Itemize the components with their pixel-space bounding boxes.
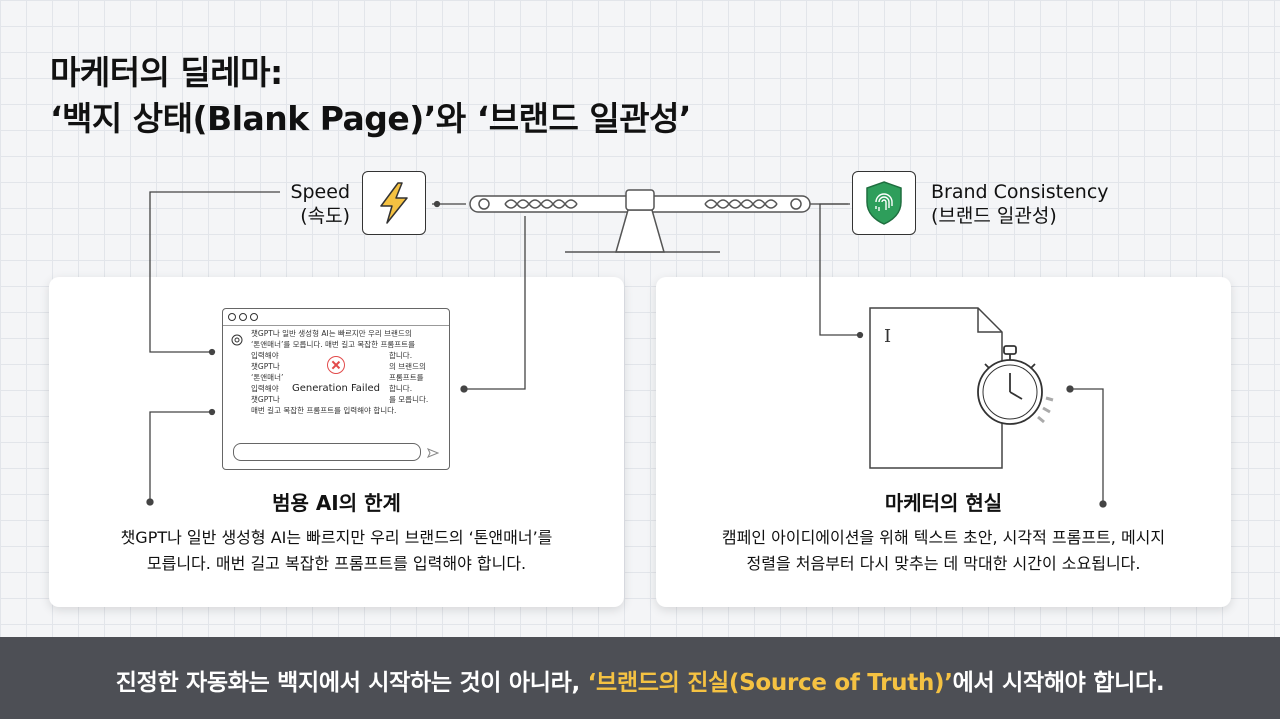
generic-ai-card: 범용 AI의 한계 챗GPT나 일반 생성형 AI는 빠르지만 우리 브랜드의 … bbox=[49, 277, 624, 607]
window-dot-icon bbox=[228, 313, 236, 321]
chat-line-right: 의 브랜드의 bbox=[389, 362, 426, 371]
page-title: 마케터의 딜레마: ‘백지 상태(Blank Page)’와 ‘브랜드 일관성’ bbox=[50, 50, 691, 142]
error-x-icon bbox=[327, 356, 345, 374]
footer-text-before: 진정한 자동화는 백지에서 시작하는 것이 아니라, bbox=[115, 670, 588, 696]
lightning-icon bbox=[380, 182, 408, 224]
brand-icon-box bbox=[852, 171, 916, 235]
chat-line: 입력해야 bbox=[251, 351, 279, 360]
marketer-reality-description-line-2: 정렬을 처음부터 다시 맞추는 데 막대한 시간이 소요됩니다. bbox=[746, 554, 1141, 573]
footer-message: 진정한 자동화는 백지에서 시작하는 것이 아니라, ‘브랜드의 진실(Sour… bbox=[0, 663, 1280, 697]
marketer-reality-description: 캠페인 아이디에이션을 위해 텍스트 초안, 시각적 프롬프트, 메시지 정렬을… bbox=[656, 525, 1231, 577]
window-dot-icon bbox=[250, 313, 258, 321]
speed-label-en: Speed bbox=[290, 181, 350, 203]
title-line-2: ‘백지 상태(Blank Page)’와 ‘브랜드 일관성’ bbox=[50, 99, 691, 138]
window-dot-icon bbox=[239, 313, 247, 321]
chat-line: 챗GPT나 bbox=[251, 395, 280, 404]
send-icon bbox=[427, 448, 439, 458]
stopwatch-connector bbox=[1070, 388, 1104, 504]
brand-label-en: Brand Consistency bbox=[931, 181, 1109, 203]
speed-label-ko: (속도) bbox=[300, 205, 350, 227]
seesaw bbox=[469, 189, 811, 253]
stopwatch-icon bbox=[977, 345, 1043, 425]
footer-highlight: ‘브랜드의 진실(Source of Truth)’ bbox=[587, 670, 953, 696]
chat-line: 챗GPT나 bbox=[251, 362, 280, 371]
speed-icon-box bbox=[362, 171, 426, 235]
chat-line-right: 프롬프트를 bbox=[389, 373, 424, 382]
speed-label: Speed (속도) bbox=[284, 180, 350, 228]
title-line-1: 마케터의 딜레마: bbox=[50, 53, 283, 92]
chat-input-field bbox=[233, 443, 421, 461]
chat-line: ‘톤앤매너’를 모릅니다. 매번 길고 복잡한 프롬프트를 bbox=[251, 340, 415, 349]
document-stopwatch-illustration: I bbox=[869, 307, 1054, 469]
chat-window-body: 챗GPT나 일반 생성형 AI는 빠르지만 우리 브랜드의 ‘톤앤매너’를 모릅… bbox=[223, 326, 449, 469]
doc-cursor: I bbox=[884, 326, 891, 347]
generation-failed-text: Generation Failed bbox=[292, 383, 380, 394]
generic-ai-heading: 범용 AI의 한계 bbox=[272, 491, 401, 515]
speed-connector bbox=[149, 191, 280, 353]
chat-window-titlebar bbox=[223, 309, 449, 326]
marketer-reality-description-line-1: 캠페인 아이디에이션을 위해 텍스트 초안, 시각적 프롬프트, 메시지 bbox=[721, 528, 1166, 547]
generic-ai-description-line-2: 모릅니다. 매번 길고 복잡한 프롬프트를 입력해야 합니다. bbox=[146, 554, 527, 573]
footer-text-after: 에서 시작해야 합니다. bbox=[952, 670, 1165, 696]
chat-line-right: 합니다. bbox=[389, 351, 413, 360]
generic-ai-description-line-1: 챗GPT나 일반 생성형 AI는 빠르지만 우리 브랜드의 ‘톤앤매너’를 bbox=[120, 528, 553, 547]
chat-line: 매번 길고 복잡한 프롬프트를 입력해야 합니다. bbox=[251, 406, 397, 415]
generation-error: Generation Failed bbox=[223, 356, 449, 394]
chat-line: 챗GPT나 일반 생성형 AI는 빠르지만 우리 브랜드의 bbox=[251, 329, 412, 338]
left-bottom-connector bbox=[149, 411, 212, 502]
chat-line: 입력해야 bbox=[251, 384, 279, 393]
fingerprint-shield-icon bbox=[866, 181, 902, 225]
chat-line-right: 합니다. bbox=[389, 384, 413, 393]
chat-line: ‘톤앤매너’ bbox=[251, 373, 284, 382]
chatbot-logo-icon bbox=[231, 334, 243, 346]
marketer-reality-heading: 마케터의 현실 bbox=[884, 491, 1003, 515]
brand-label-ko: (브랜드 일관성) bbox=[931, 205, 1057, 227]
chat-window-illustration: 챗GPT나 일반 생성형 AI는 빠르지만 우리 브랜드의 ‘톤앤매너’를 모릅… bbox=[222, 308, 450, 470]
generic-ai-description: 챗GPT나 일반 생성형 AI는 빠르지만 우리 브랜드의 ‘톤앤매너’를 모릅… bbox=[49, 525, 624, 577]
footer-banner: 진정한 자동화는 백지에서 시작하는 것이 아니라, ‘브랜드의 진실(Sour… bbox=[0, 637, 1280, 719]
chat-window-connector bbox=[464, 216, 526, 390]
chat-line-right: 를 모릅니다. bbox=[389, 395, 429, 404]
brand-label: Brand Consistency (브랜드 일관성) bbox=[931, 180, 1109, 228]
